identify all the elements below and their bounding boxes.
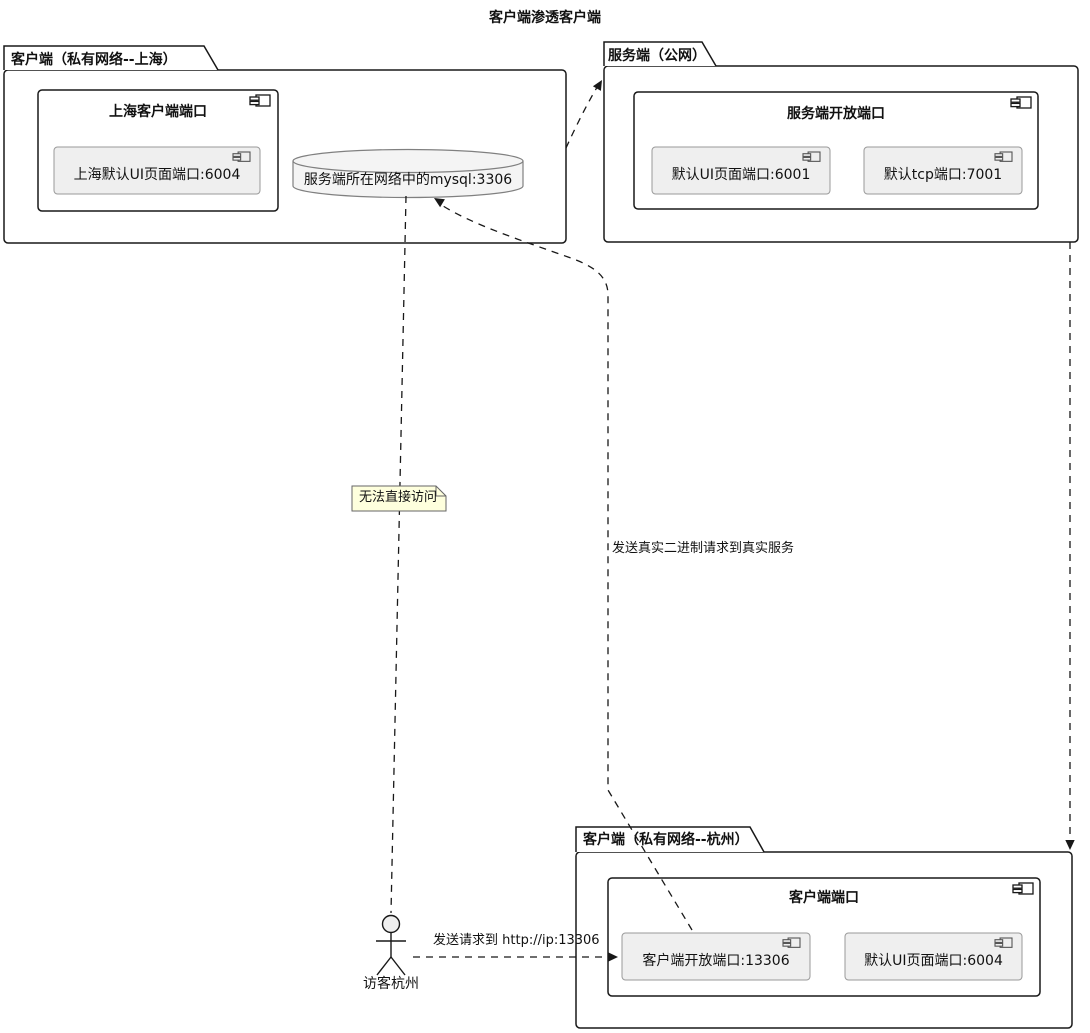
arrowhead <box>434 198 445 208</box>
edge-label-http-request: 发送请求到 http://ip:13306 <box>433 933 600 948</box>
edge-13306-to-mysql <box>439 203 693 931</box>
port-ui-6004 <box>844 932 1023 981</box>
component-icon <box>782 937 801 948</box>
port-ui-6001-label: 默认UI页面端口:6001 <box>671 166 811 183</box>
database-mysql-cylinder <box>292 148 524 199</box>
port-tcp-7001 <box>863 146 1023 195</box>
port-shanghai-ui-6004-label: 上海默认UI页面端口:6004 <box>73 166 241 183</box>
package-shanghai-label: 客户端（私有网络--上海） <box>11 52 177 68</box>
port-ui-6001 <box>651 146 831 195</box>
component-icon <box>232 151 251 162</box>
database-mysql-label: 服务端所在网络中的mysql:3306 <box>303 172 513 188</box>
package-tab <box>3 45 219 71</box>
note-shape <box>351 485 447 512</box>
edge-actor-to-mysql <box>390 195 407 914</box>
component-icon <box>1010 96 1032 109</box>
port-open-13306 <box>621 932 811 981</box>
arrowhead <box>592 80 602 91</box>
component-icon <box>802 151 821 162</box>
edge-shanghai-to-server <box>565 83 600 149</box>
page-title: 客户端渗透客户端 <box>489 10 601 26</box>
port-shanghai-ui-6004 <box>53 146 261 195</box>
port-tcp-7001-label: 默认tcp端口:7001 <box>883 166 1003 183</box>
package-tab <box>603 41 717 67</box>
component-icon <box>249 94 271 107</box>
edge-label-binary-request: 发送真实二进制请求到真实服务 <box>612 541 795 556</box>
component-icon <box>994 937 1013 948</box>
component-server-open-ports-title: 服务端开放端口 <box>787 106 885 122</box>
component-client-ports-title: 客户端端口 <box>789 890 859 906</box>
port-open-13306-label: 客户端开放端口:13306 <box>642 952 790 969</box>
package-tab <box>575 826 765 853</box>
component-icon <box>994 151 1013 162</box>
actor-label: 访客杭州 <box>363 976 419 992</box>
package-server-label: 服务端（公网） <box>608 48 706 64</box>
port-ui-6004-label: 默认UI页面端口:6004 <box>864 952 1003 969</box>
arrowhead <box>1065 840 1075 850</box>
arrowhead <box>608 952 618 962</box>
note-text: 无法直接访问 <box>358 490 437 505</box>
component-shanghai-ports-title: 上海客户端端口 <box>109 104 207 120</box>
component-icon <box>1012 882 1034 895</box>
package-hangzhou-label: 客户端（私有网络--杭州） <box>583 832 749 848</box>
actor-head <box>381 914 401 934</box>
actor-figure <box>376 914 406 976</box>
